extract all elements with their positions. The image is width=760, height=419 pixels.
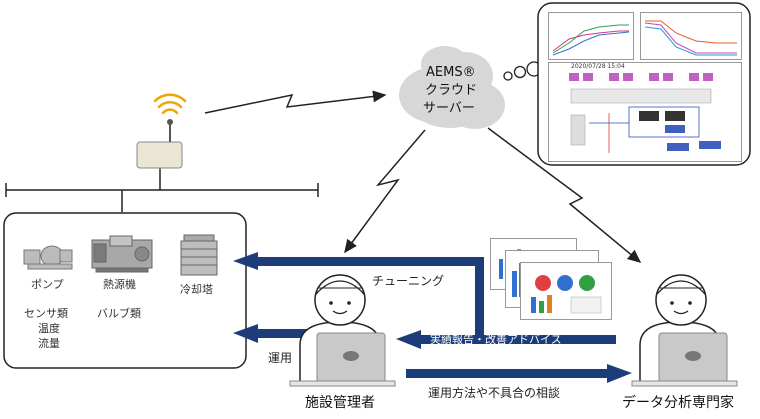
manager-laptop-icon	[289, 332, 396, 387]
thought-bubbles	[503, 61, 542, 81]
cloud-server	[399, 46, 505, 129]
label-temperature: 温度	[38, 322, 60, 335]
label-flow: 流量	[38, 337, 60, 350]
wifi-icon	[153, 93, 187, 115]
cooling-tower-icon	[180, 234, 218, 276]
mini-line-chart-right	[644, 20, 737, 56]
label-pump: ポンプ	[31, 278, 64, 291]
network-bus	[5, 168, 319, 212]
cloud-line-3: サーバー	[423, 101, 475, 116]
monitor-dashboard: 2020/07/28 15:04	[548, 62, 742, 162]
monitor-chart-left	[548, 12, 634, 60]
report-pies-3	[531, 275, 602, 314]
label-consult: 運用方法や不具合の相談	[428, 386, 561, 400]
label-tuning: チューニング	[372, 274, 445, 288]
heat-source-icon	[91, 235, 153, 273]
wireless-link-gateway	[204, 90, 387, 114]
report-arrow	[396, 330, 616, 349]
dashboard-timestamp: 2020/07/28 15:04	[571, 63, 625, 70]
mini-line-chart-left	[552, 24, 630, 56]
label-sensors: センサ類	[24, 307, 68, 320]
gateway-device	[136, 119, 183, 169]
label-heat-source: 熱源機	[103, 278, 136, 291]
label-facility-manager: 施設管理者	[305, 395, 375, 411]
monitor-chart-right	[640, 12, 742, 60]
wireless-link-manager	[344, 129, 426, 254]
analyst-laptop-icon	[631, 332, 738, 387]
operation-arrow	[233, 324, 310, 343]
label-report: 実績報告・改善アドバイス	[430, 333, 562, 346]
label-valves: バルブ類	[97, 307, 141, 320]
wireless-link-analyst	[487, 127, 642, 263]
cloud-line-1: AEMS®	[426, 65, 476, 80]
label-data-analyst: データ分析専門家	[622, 395, 734, 411]
pump-icon	[23, 245, 73, 270]
cloud-line-2: クラウド	[425, 83, 478, 98]
tuning-arrow	[233, 252, 484, 336]
label-cooling-tower: 冷却塔	[180, 283, 213, 296]
consult-arrow	[406, 364, 632, 383]
dashboard-schematic	[569, 73, 721, 153]
report-thumbnail-3	[520, 262, 612, 320]
label-operation: 運用	[268, 351, 293, 365]
